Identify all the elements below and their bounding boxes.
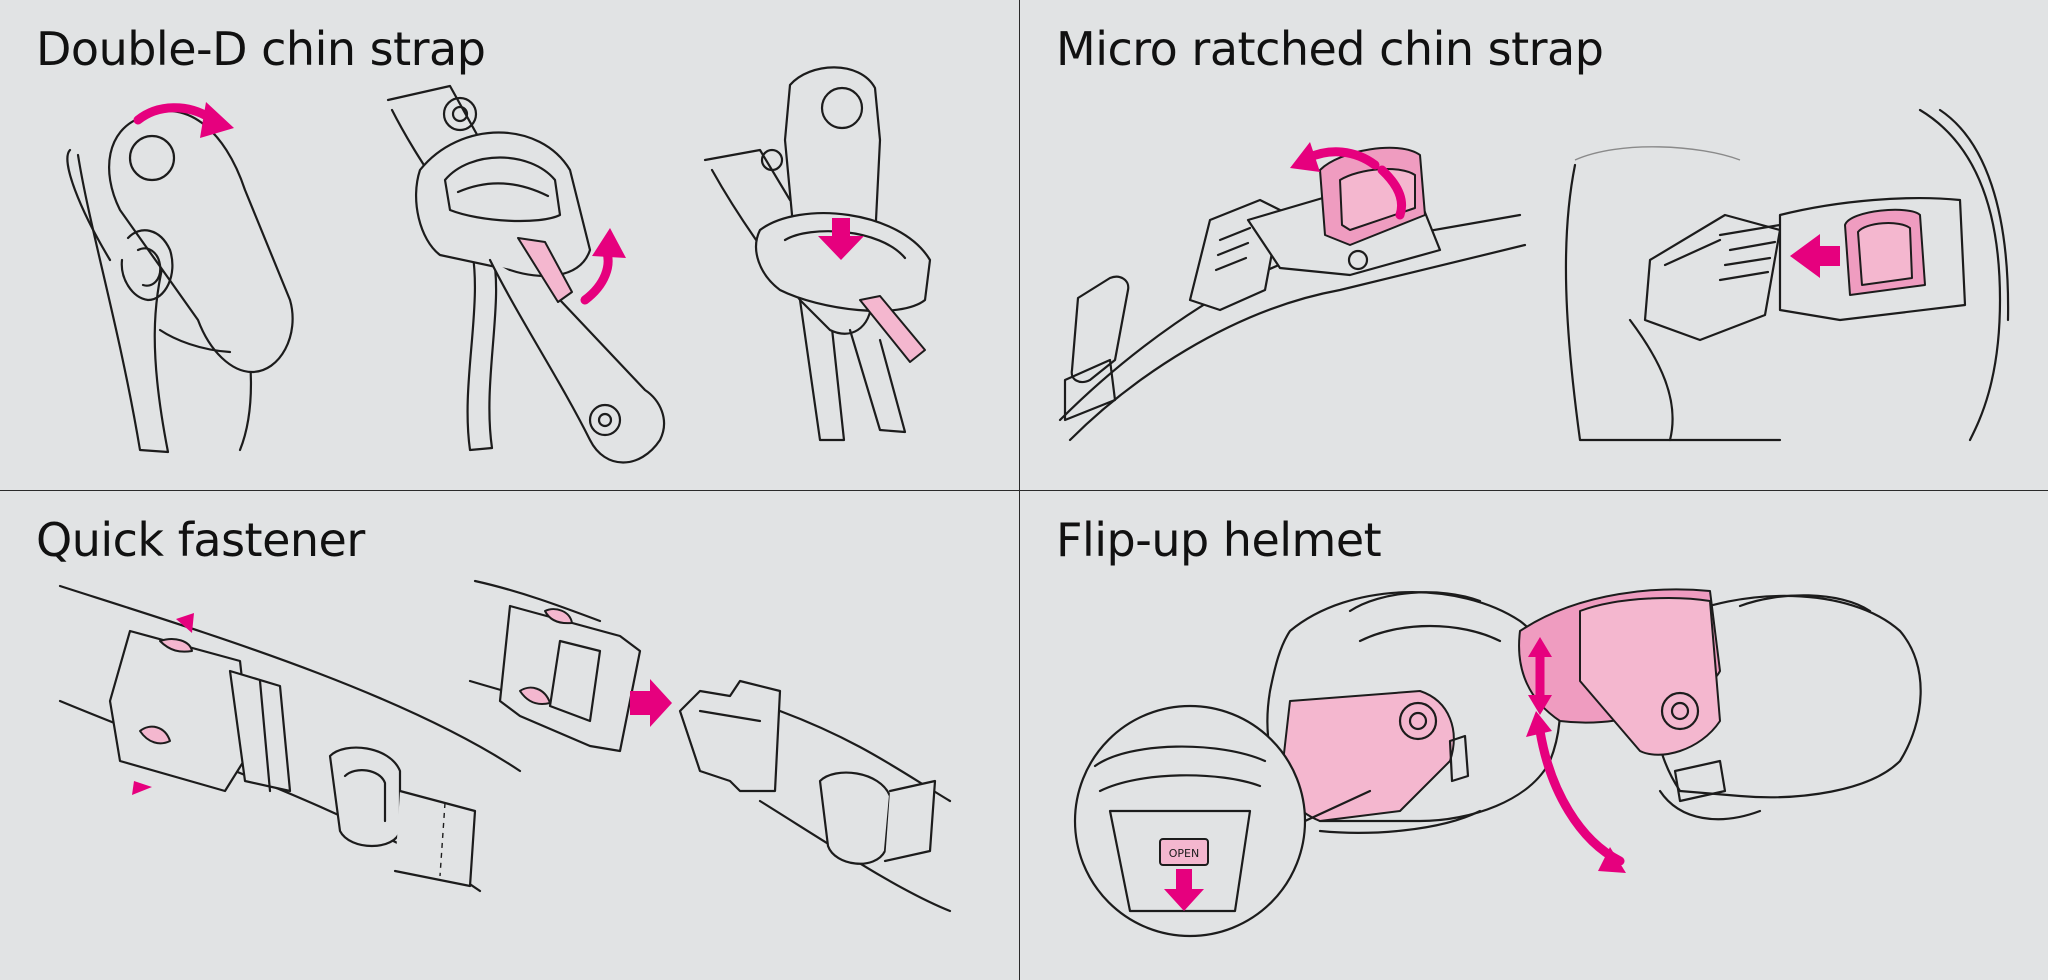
- double-d-step-1: [66, 102, 294, 454]
- double-d-step-3: [703, 66, 932, 442]
- panel-double-d: Double-D chin strap: [0, 0, 1019, 490]
- flip-up-illustration: OPEN: [1073, 588, 1922, 938]
- panel-flip-up: Flip-up helmet: [1019, 490, 2048, 980]
- panel-quick-fastener: Quick fastener: [0, 490, 1019, 980]
- quick-fastener-step-2: [468, 579, 952, 913]
- panel-micro-ratchet: Micro ratched chin strap: [1019, 0, 2048, 490]
- panel-title-double-d: Double-D chin strap: [36, 22, 486, 76]
- micro-ratchet-step-2: [1564, 108, 2010, 442]
- micro-ratchet-step-1: [1058, 142, 1527, 442]
- panel-title-quick-fastener: Quick fastener: [36, 513, 365, 567]
- panel-title-micro-ratchet: Micro ratched chin strap: [1056, 22, 1604, 76]
- panel-title-flip-up: Flip-up helmet: [1056, 513, 1382, 567]
- quick-fastener-step-1: [58, 584, 522, 893]
- double-d-step-2: [386, 84, 666, 464]
- flip-up-open-helmet: [1518, 588, 1922, 873]
- quick-fastener-illustration: [58, 579, 952, 913]
- flip-up-closed-helmet: [1266, 591, 1562, 834]
- open-button-detail: OPEN: [1073, 704, 1372, 938]
- open-button-label: OPEN: [1169, 847, 1199, 860]
- double-d-illustration: [66, 66, 932, 464]
- micro-ratchet-illustration: [1058, 108, 2010, 442]
